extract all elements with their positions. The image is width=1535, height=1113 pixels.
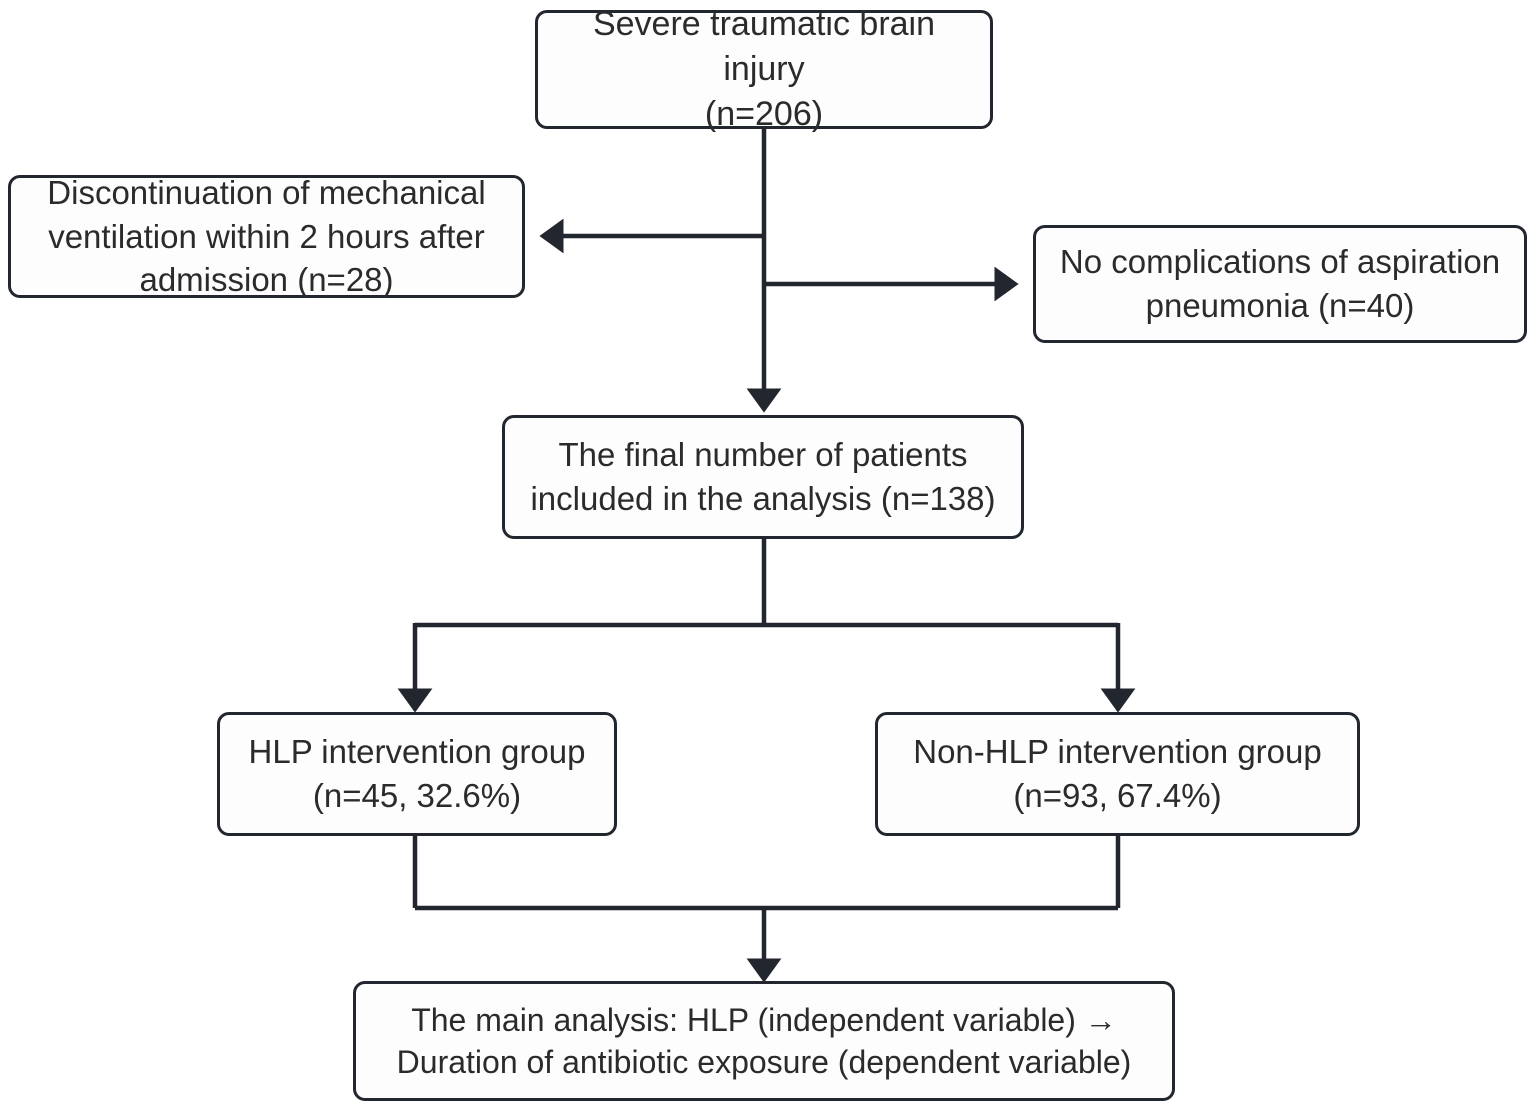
- node-hlp-intervention-group-label: HLP intervention group (n=45, 32.6%): [248, 733, 586, 814]
- node-non-hlp-intervention-group-label: Non-HLP intervention group (n=93, 67.4%): [913, 733, 1322, 814]
- node-non-hlp-intervention-group[interactable]: Non-HLP intervention group (n=93, 67.4%): [875, 712, 1360, 836]
- node-main-analysis-label: The main analysis: HLP (independent vari…: [396, 1001, 1132, 1080]
- node-exclusion-ventilation-label: Discontinuation of mechanical ventilatio…: [47, 174, 486, 299]
- node-exclusion-pneumonia-label: No complications of aspiration pneumonia…: [1059, 243, 1501, 324]
- node-included-patients-label: The final number of patients included in…: [530, 436, 996, 517]
- node-exclusion-ventilation[interactable]: Discontinuation of mechanical ventilatio…: [8, 174, 525, 298]
- node-source-population[interactable]: Severe traumatic brain injury (n=206): [535, 5, 993, 133]
- node-included-patients[interactable]: The final number of patients included in…: [502, 415, 1024, 539]
- node-exclusion-pneumonia[interactable]: No complications of aspiration pneumonia…: [1033, 225, 1527, 343]
- node-hlp-intervention-group[interactable]: HLP intervention group (n=45, 32.6%): [217, 712, 617, 836]
- node-source-population-label: Severe traumatic brain injury (n=206): [592, 5, 936, 133]
- node-main-analysis[interactable]: The main analysis: HLP (independent vari…: [353, 981, 1175, 1101]
